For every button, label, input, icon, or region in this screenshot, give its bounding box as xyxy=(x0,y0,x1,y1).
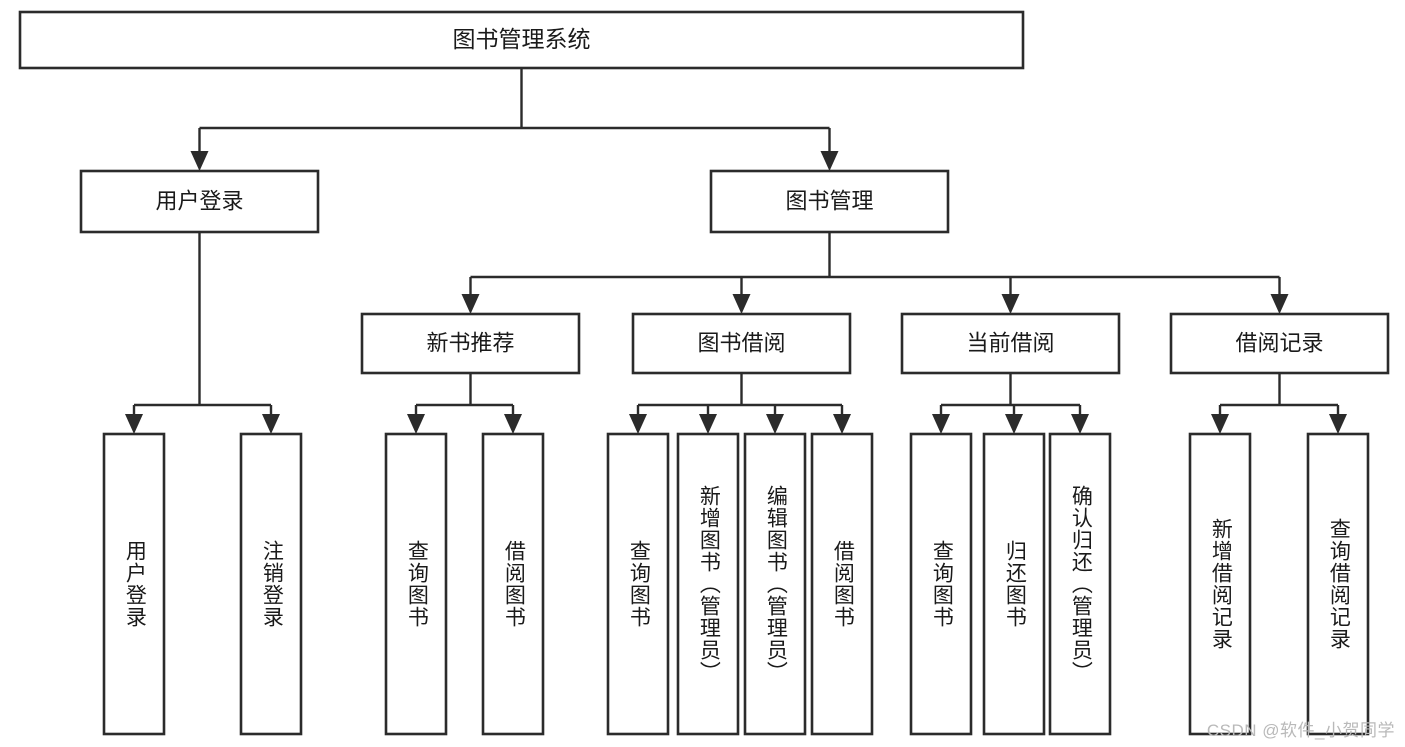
arrow-head-icon xyxy=(1211,414,1229,434)
level2-label-0: 用户登录 xyxy=(155,188,243,213)
leaf-node-box-6[interactable] xyxy=(743,432,807,736)
arrow-head-icon xyxy=(262,414,280,434)
leaf-node-box-3[interactable] xyxy=(481,432,545,736)
arrow-head-icon xyxy=(1001,294,1020,314)
level3-label-0: 新书推荐 xyxy=(426,330,514,355)
arrow-head-icon xyxy=(629,414,647,434)
arrow-head-icon xyxy=(833,414,851,434)
arrow-head-icon xyxy=(1005,414,1023,434)
arrow-head-icon xyxy=(1329,414,1347,434)
level2-node-box-0[interactable] xyxy=(79,169,320,234)
leaf-node-box-5[interactable] xyxy=(676,432,740,736)
arrow-head-icon xyxy=(461,294,480,314)
arrow-head-icon xyxy=(699,414,717,434)
leaf-node-box-12[interactable] xyxy=(1306,432,1370,736)
leaf-node-box-4[interactable] xyxy=(606,432,670,736)
level3-label-2: 当前借阅 xyxy=(966,330,1054,355)
leaf-node-box-0[interactable] xyxy=(102,432,166,736)
level3-node-box-1[interactable] xyxy=(631,312,852,375)
level3-node-box-0[interactable] xyxy=(360,312,581,375)
level3-label-1: 图书借阅 xyxy=(697,330,785,355)
leaf-node-box-1[interactable] xyxy=(239,432,303,736)
connector-layer xyxy=(125,68,1347,434)
leaf-node-box-7[interactable] xyxy=(810,432,874,736)
arrow-head-icon xyxy=(1270,294,1289,314)
leaf-node-box-10[interactable] xyxy=(1048,432,1112,736)
root-node-box[interactable] xyxy=(18,10,1025,70)
leaf-node-box-9[interactable] xyxy=(982,432,1046,736)
level2-node-box-1[interactable] xyxy=(709,169,950,234)
arrow-head-icon xyxy=(766,414,784,434)
leaf-node-box-11[interactable] xyxy=(1188,432,1252,736)
leaf-node-box-2[interactable] xyxy=(384,432,448,736)
arrow-head-icon xyxy=(732,294,751,314)
arrow-head-icon xyxy=(504,414,522,434)
leaf-node-box-8[interactable] xyxy=(909,432,973,736)
level3-node-box-3[interactable] xyxy=(1169,312,1390,375)
root-label-0: 图书管理系统 xyxy=(453,26,591,52)
arrow-head-icon xyxy=(932,414,950,434)
level3-label-3: 借阅记录 xyxy=(1235,330,1323,355)
level3-node-box-2[interactable] xyxy=(900,312,1121,375)
watermark: CSDN @软件_小贺同学 xyxy=(1206,721,1395,740)
level2-label-1: 图书管理 xyxy=(785,188,873,213)
arrow-head-icon xyxy=(820,151,839,171)
arrow-head-icon xyxy=(190,151,209,171)
arrow-head-icon xyxy=(407,414,425,434)
box-layer xyxy=(18,10,1390,736)
arrow-head-icon xyxy=(125,414,143,434)
arrow-head-icon xyxy=(1071,414,1089,434)
